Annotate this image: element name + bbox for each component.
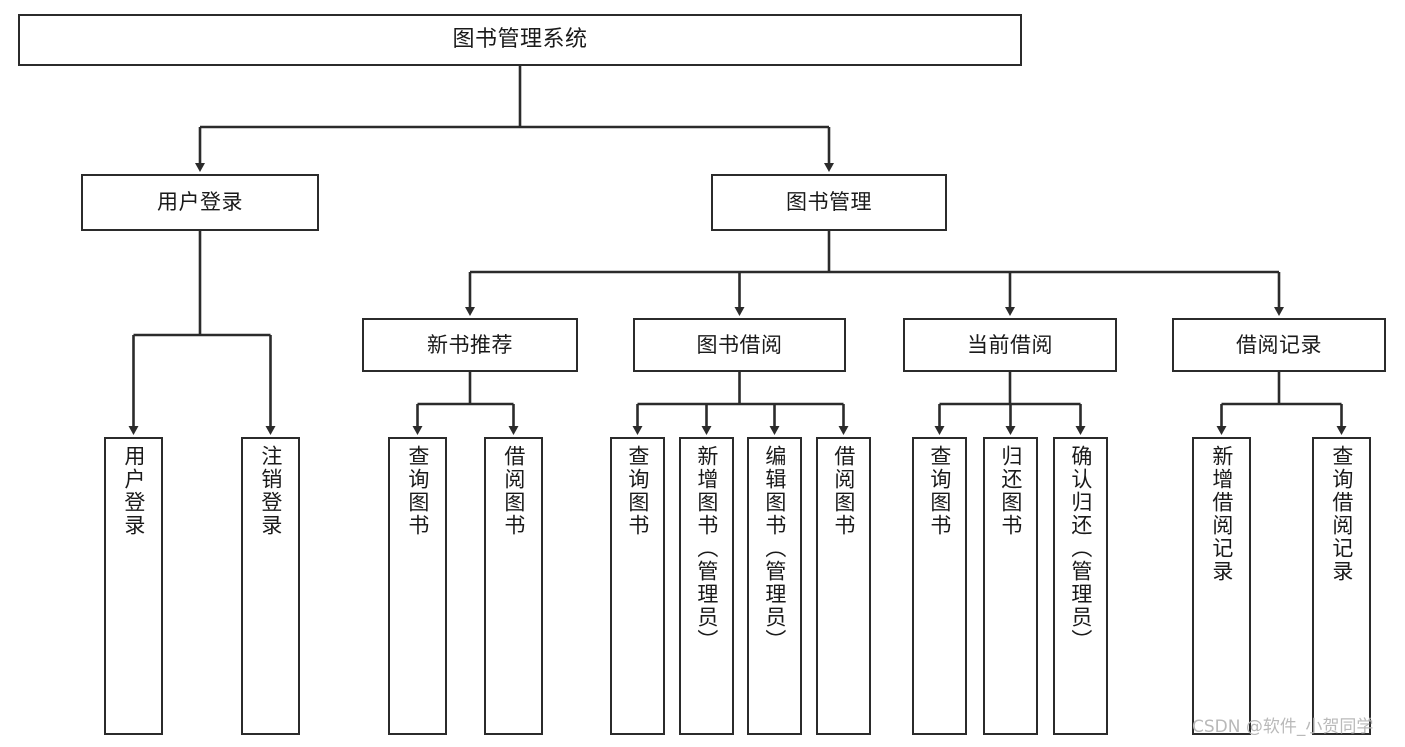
node-label: 归还图书: [998, 445, 1023, 537]
node-label: 新增借阅记录: [1209, 445, 1234, 583]
node-leaf-borrow-query[interactable]: 查询图书: [610, 437, 665, 735]
node-book-manage[interactable]: 图书管理: [711, 174, 947, 231]
node-label: 图书管理系统: [452, 27, 588, 53]
node-label: 查询图书: [927, 445, 952, 537]
node-user-login[interactable]: 用户登录: [81, 174, 319, 231]
node-leaf-cur-query[interactable]: 查询图书: [912, 437, 967, 735]
node-label: 当前借阅: [967, 332, 1053, 357]
node-borrow-records[interactable]: 借阅记录: [1172, 318, 1386, 372]
node-leaf-user-login[interactable]: 用户登录: [104, 437, 163, 735]
node-label: 用户登录: [157, 190, 243, 215]
node-leaf-borrow-add[interactable]: 新增图书（管理员）: [679, 437, 734, 735]
node-label: 确认归还（管理员）: [1068, 445, 1093, 652]
node-label: 借阅图书: [831, 445, 856, 537]
node-leaf-rcd-add[interactable]: 新增借阅记录: [1192, 437, 1251, 735]
node-leaf-rcd-query[interactable]: 查询借阅记录: [1312, 437, 1371, 735]
node-label: 编辑图书（管理员）: [762, 445, 787, 652]
node-label: 查询借阅记录: [1329, 445, 1354, 583]
node-root[interactable]: 图书管理系统: [18, 14, 1022, 66]
node-label: 借阅图书: [501, 445, 526, 537]
node-leaf-rec-borrow[interactable]: 借阅图书: [484, 437, 543, 735]
node-book-borrow[interactable]: 图书借阅: [633, 318, 846, 372]
node-new-book-rec[interactable]: 新书推荐: [362, 318, 578, 372]
node-leaf-cur-return[interactable]: 归还图书: [983, 437, 1038, 735]
node-label: 查询图书: [625, 445, 650, 537]
node-label: 用户登录: [121, 445, 146, 537]
node-label: 图书借阅: [696, 332, 783, 357]
node-label: 注销登录: [258, 445, 283, 537]
node-leaf-borrow-edit[interactable]: 编辑图书（管理员）: [747, 437, 802, 735]
node-label: 新书推荐: [427, 332, 513, 357]
csdn-watermark: CSDN @软件_小贺同学: [1192, 717, 1374, 737]
node-leaf-rec-query[interactable]: 查询图书: [388, 437, 447, 735]
node-leaf-cur-confirm[interactable]: 确认归还（管理员）: [1053, 437, 1108, 735]
node-current-borrow[interactable]: 当前借阅: [903, 318, 1117, 372]
node-label: 图书管理: [786, 190, 872, 215]
node-leaf-user-logout[interactable]: 注销登录: [241, 437, 300, 735]
node-label: 查询图书: [405, 445, 430, 537]
node-leaf-borrow-lend[interactable]: 借阅图书: [816, 437, 871, 735]
node-label: 借阅记录: [1236, 332, 1322, 357]
node-label: 新增图书（管理员）: [694, 445, 719, 652]
